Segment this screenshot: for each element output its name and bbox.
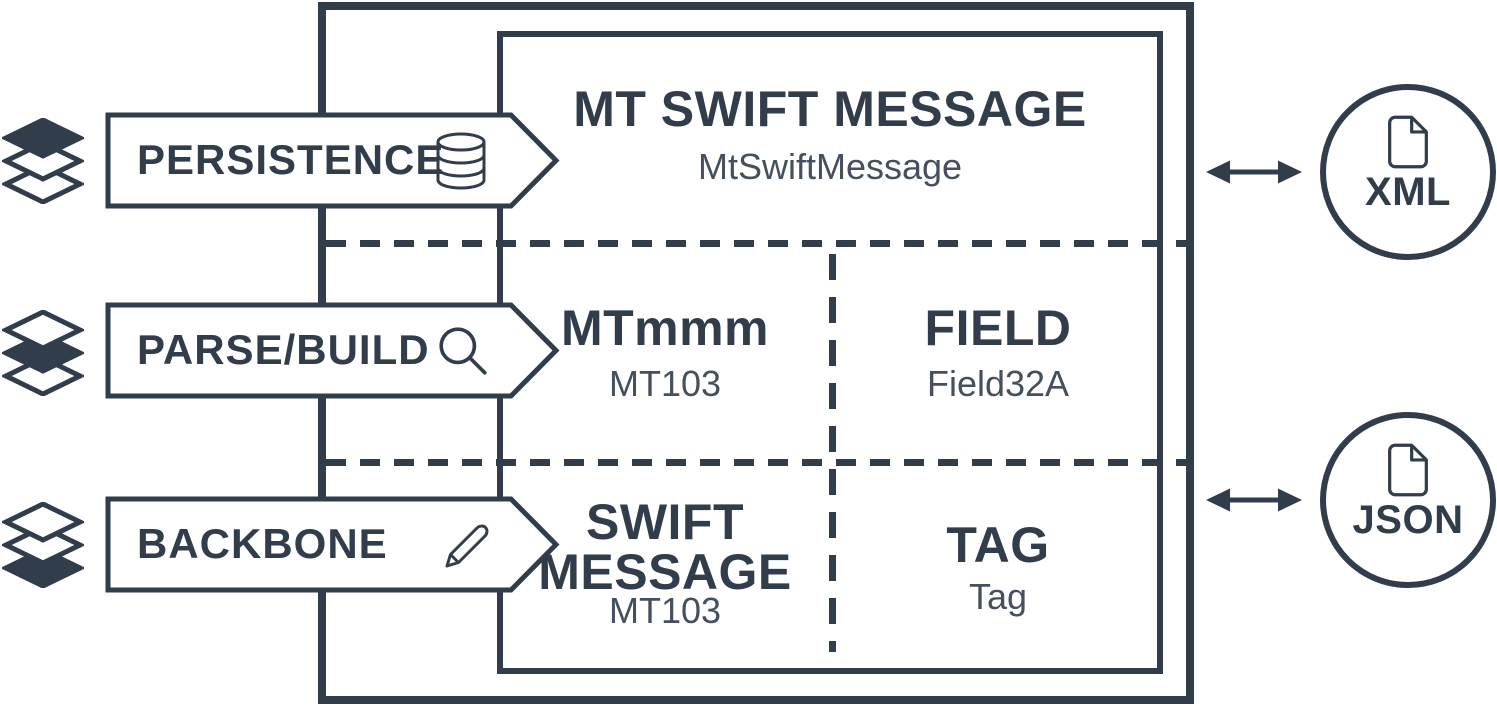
- banner-label-parse-build: PARSE/BUILD: [137, 326, 430, 373]
- header-subtitle: MtSwiftMessage: [697, 146, 963, 187]
- format-circle-xml: XML: [1320, 84, 1496, 260]
- cell-field-sub: Field32A: [926, 363, 1070, 404]
- format-circle-json: JSON: [1320, 412, 1496, 588]
- banner-label-backbone: BACKBONE: [137, 520, 388, 567]
- pencil-icon: [445, 524, 489, 568]
- cell-mtmmm-title: MTmmm: [560, 300, 770, 356]
- search-icon: [439, 327, 487, 375]
- double-arrow-icon: [1206, 488, 1302, 512]
- banner-label-persistence: PERSISTENCE: [137, 136, 445, 183]
- layers-bottom-filled-icon: [2, 502, 84, 588]
- dashed-divider-horizontal-1: [326, 240, 1186, 247]
- cell-tag-title: TAG: [946, 517, 1050, 573]
- format-label-json: JSON: [1352, 498, 1464, 542]
- double-arrow-icon: [1206, 160, 1302, 184]
- layers-middle-filled-icon: [2, 310, 84, 396]
- cell-field-title: FIELD: [924, 300, 1072, 356]
- layers-top-filled-icon: [2, 118, 84, 204]
- cell-swiftmessage-title: SWIFT MESSAGE: [538, 494, 792, 600]
- cell-swiftmessage-sub: MT103: [608, 590, 722, 631]
- banner-backbone: [105, 496, 560, 593]
- header-title: MT SWIFT MESSAGE: [573, 81, 1087, 137]
- cell-mtmmm-sub: MT103: [608, 363, 722, 404]
- dashed-divider-horizontal-2: [326, 459, 1186, 466]
- banner-parse-build: [105, 302, 560, 399]
- cell-tag-sub: Tag: [968, 576, 1028, 617]
- dashed-divider-vertical: [829, 254, 836, 652]
- format-label-xml: XML: [1365, 170, 1451, 214]
- database-icon: [436, 132, 486, 190]
- file-icon: [1388, 443, 1428, 497]
- file-icon: [1388, 115, 1428, 169]
